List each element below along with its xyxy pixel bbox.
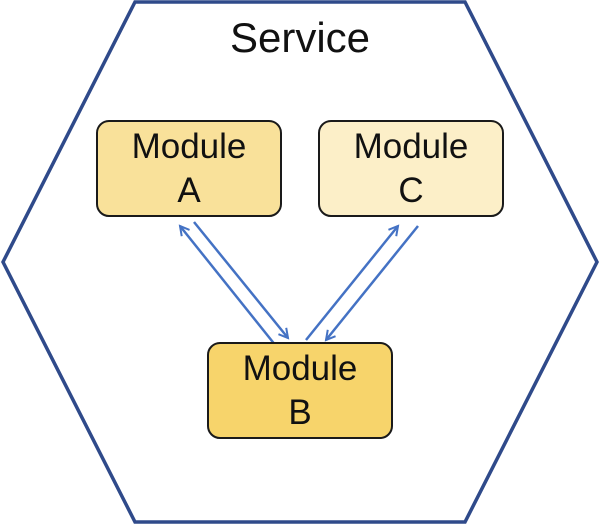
module-a-box: Module A bbox=[96, 120, 282, 217]
module-b-box: Module B bbox=[207, 342, 393, 439]
arrow-c-to-b bbox=[326, 225, 419, 340]
arrow-a-to-b bbox=[193, 221, 288, 338]
module-a-label-line2: A bbox=[177, 170, 201, 210]
module-a-label-line1: Module bbox=[131, 126, 247, 166]
module-c-label-line2: C bbox=[398, 170, 424, 210]
service-title: Service bbox=[229, 14, 371, 61]
module-c-label-line1: Module bbox=[353, 126, 469, 166]
arrow-b-to-a bbox=[180, 226, 277, 347]
arrow-b-to-c bbox=[305, 226, 398, 341]
module-b-label-line2: B bbox=[288, 392, 312, 432]
module-c-box: Module C bbox=[318, 120, 504, 217]
module-b-label-line1: Module bbox=[242, 348, 358, 388]
